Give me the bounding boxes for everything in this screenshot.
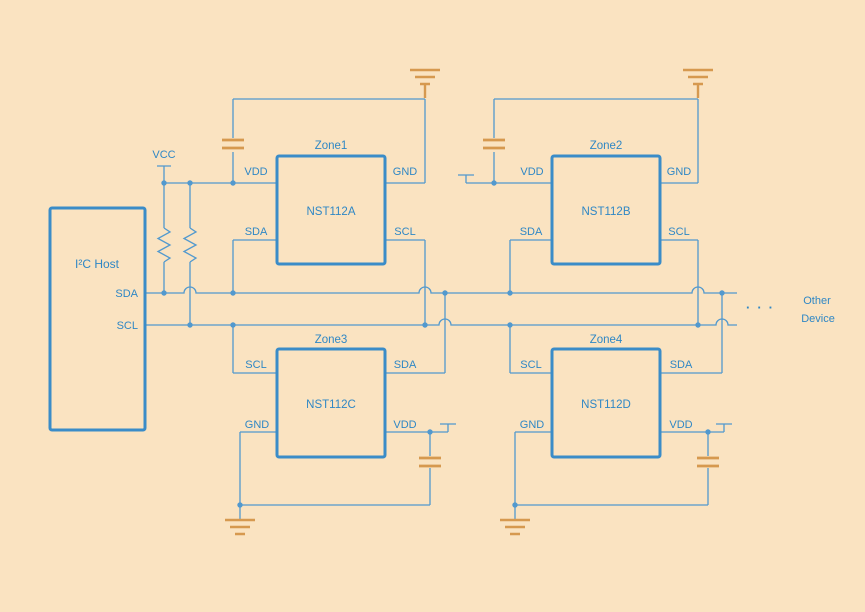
zone1-chip-name: NST112A [306, 206, 355, 218]
other-device-label-line2: Device [801, 313, 835, 325]
zone3-chip-name: NST112C [306, 399, 356, 411]
pullup-resistor-icon [182, 227, 198, 263]
zone4-pin-sda: SDA [670, 359, 693, 371]
bus-connection-wires [232, 239, 723, 374]
i2c-host-box [48, 206, 147, 432]
junction-dots [161, 180, 725, 508]
zone3-pin-gnd: GND [245, 419, 270, 431]
zone1-pin-gnd: GND [393, 166, 418, 178]
zone4-power-wiring [500, 423, 732, 536]
zone2-pin-vdd: VDD [520, 166, 543, 178]
zone4-pin-vdd: VDD [669, 419, 692, 431]
host-pin-sda: SDA [115, 288, 138, 300]
pullup-resistor-icon [156, 227, 172, 263]
zone2-pin-scl: SCL [668, 226, 689, 238]
bus-ellipsis: ··· [746, 300, 780, 315]
nst112c-box [275, 347, 387, 459]
zone2-pin-sda: SDA [520, 226, 543, 238]
nst112a-box [275, 154, 387, 266]
zone2-chip-name: NST112B [581, 206, 630, 218]
zone3-power-wires [239, 423, 456, 520]
zone2-title: Zone2 [590, 140, 623, 152]
ground-icon [683, 68, 713, 98]
zone1-pin-sda: SDA [245, 226, 268, 238]
zone3-pin-scl: SCL [245, 359, 266, 371]
zone3-pin-vdd: VDD [393, 419, 416, 431]
zone2-power-wiring [458, 68, 713, 184]
zone1-power-wires [157, 98, 426, 325]
zone4-pin-scl: SCL [520, 359, 541, 371]
zone4-pin-gnd: GND [520, 419, 545, 431]
ground-icon [225, 518, 255, 536]
capacitor-icon [419, 456, 441, 468]
ground-icon [500, 518, 530, 536]
other-device-label-line1: Other [803, 295, 831, 307]
vcc-label: VCC [152, 149, 175, 161]
capacitor-icon [483, 138, 505, 150]
zone1-pin-scl: SCL [394, 226, 415, 238]
host-pin-scl: SCL [117, 320, 138, 332]
capacitor-icon [222, 138, 244, 150]
ground-icon [410, 68, 440, 98]
host-title: I²C Host [75, 257, 120, 271]
zone3-title: Zone3 [315, 334, 348, 346]
scl-bus [145, 318, 737, 326]
zone3-power-wiring [225, 423, 456, 536]
zone1-power-wiring [156, 68, 440, 325]
zone2-pin-gnd: GND [667, 166, 692, 178]
zone3-pin-sda: SDA [394, 359, 417, 371]
nst112b-box [550, 154, 662, 266]
zone4-chip-name: NST112D [581, 399, 631, 411]
zone1-title: Zone1 [315, 140, 348, 152]
nst112d-box [550, 347, 662, 459]
zone2-power-wires [458, 98, 699, 184]
capacitor-icon [697, 456, 719, 468]
zone4-title: Zone4 [590, 334, 623, 346]
zone1-pin-vdd: VDD [244, 166, 267, 178]
zone4-power-wires [514, 423, 732, 520]
